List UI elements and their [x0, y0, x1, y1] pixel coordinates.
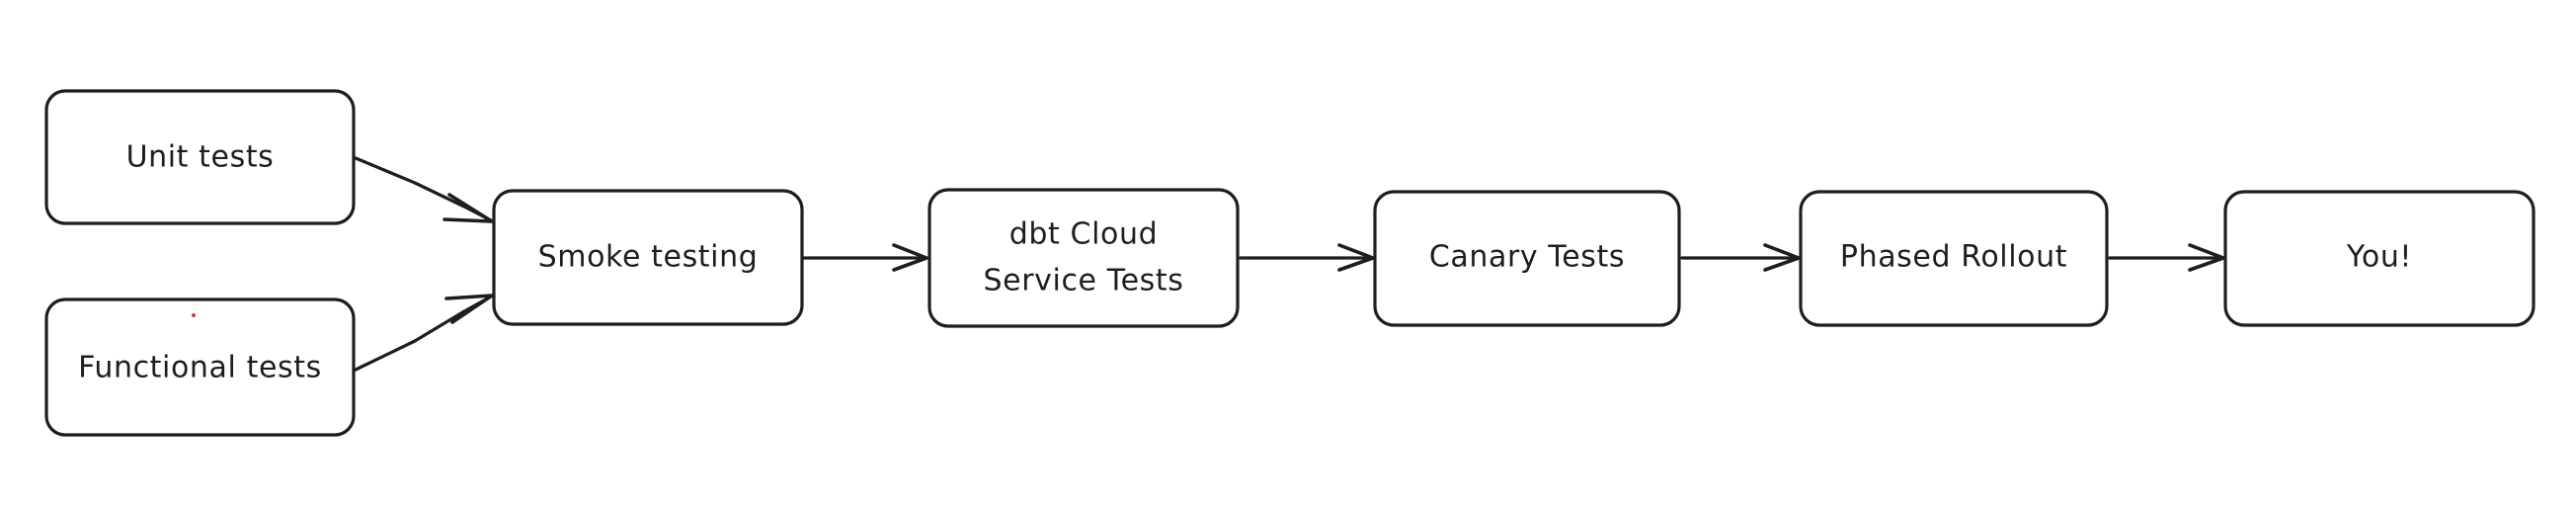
node-phased-rollout-shape[interactable]	[1799, 190, 2109, 327]
edge-phased-to-you	[2108, 243, 2225, 272]
node-functional-tests-label: Functional tests	[78, 351, 322, 385]
node-you-shape[interactable]	[2223, 190, 2536, 327]
node-phased-rollout[interactable]: Phased Rollout	[1799, 190, 2109, 327]
node-functional-tests-shape[interactable]	[44, 298, 356, 437]
edge-functional-to-smoke	[354, 294, 494, 372]
node-canary-tests[interactable]: Canary Tests	[1373, 190, 1681, 327]
node-you[interactable]: You!	[2223, 190, 2536, 327]
node-dbt-cloud-service-tests[interactable]: dbt Cloud Service Tests	[927, 188, 1240, 328]
node-unit-tests-shape[interactable]	[44, 89, 356, 225]
edge-group	[354, 156, 2225, 372]
node-phased-rollout-label: Phased Rollout	[1840, 240, 2067, 275]
node-canary-tests-label: Canary Tests	[1429, 240, 1625, 275]
edge-smoke-to-dbt	[802, 243, 928, 272]
node-functional-tests[interactable]: Functional tests	[44, 298, 356, 437]
red-speck-artifact	[192, 313, 196, 317]
node-you-label: You!	[2346, 240, 2412, 275]
edge-canary-to-phased	[1680, 243, 1801, 272]
edge-unit-to-smoke	[354, 156, 494, 223]
node-dbt-cloud-service-tests-label-line2: Service Tests	[984, 264, 1184, 298]
node-smoke-testing-label: Smoke testing	[538, 240, 759, 275]
edge-dbt-to-canary	[1239, 243, 1375, 272]
node-unit-tests-label: Unit tests	[126, 140, 275, 175]
node-smoke-testing-shape[interactable]	[492, 189, 804, 326]
node-unit-tests[interactable]: Unit tests	[44, 89, 356, 225]
node-smoke-testing[interactable]: Smoke testing	[492, 189, 804, 326]
node-dbt-cloud-service-tests-shape[interactable]	[927, 188, 1240, 328]
node-canary-tests-shape[interactable]	[1373, 190, 1681, 327]
node-group: Unit tests Functional tests Smoke testin…	[44, 89, 2536, 437]
node-dbt-cloud-service-tests-label-line1: dbt Cloud	[1009, 217, 1158, 252]
